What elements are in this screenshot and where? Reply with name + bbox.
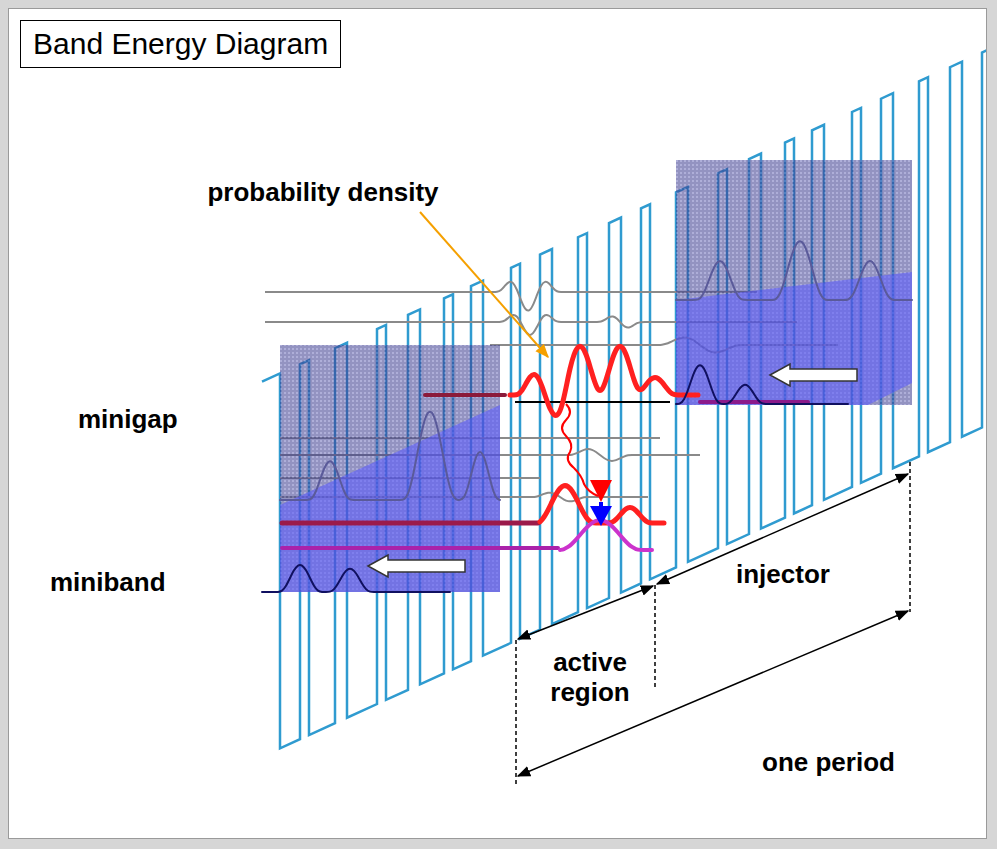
wavefunction	[282, 521, 538, 526]
conduction-band	[262, 46, 986, 749]
annotation-label: minigap	[78, 405, 178, 435]
relaxation-arrowhead	[590, 506, 612, 526]
wavefunction	[425, 393, 505, 397]
miniband-region	[280, 405, 500, 592]
upper-level	[515, 401, 670, 403]
annotation-label: injector	[736, 560, 830, 590]
injection-arrow	[368, 555, 465, 577]
miniband-shading	[280, 160, 912, 592]
wavefunctions	[262, 241, 912, 592]
dimension-guide	[515, 640, 517, 785]
injection-arrow	[770, 364, 857, 386]
wavefunction	[676, 241, 912, 300]
annotation-label: probability density	[207, 178, 438, 208]
annotation-label: one period	[762, 748, 895, 778]
dimension-guide	[654, 585, 656, 690]
minigap-region	[280, 345, 500, 592]
leader-line	[420, 212, 548, 357]
band-edge	[262, 46, 986, 749]
wavefunction	[510, 346, 698, 415]
annotation-label: active region	[530, 648, 650, 708]
wavefunction	[560, 520, 652, 550]
wavefunction	[282, 546, 558, 550]
annotation-label: miniband	[50, 568, 166, 598]
minigap-region	[676, 160, 912, 405]
miniband-region	[676, 272, 912, 405]
diagram-title: Band Energy Diagram	[20, 20, 341, 68]
dimension-lines	[516, 462, 910, 785]
dimension-guide	[909, 462, 911, 612]
transition-arrowhead	[590, 480, 612, 502]
wavefunction	[280, 412, 500, 500]
active-region-dimension	[518, 586, 653, 639]
